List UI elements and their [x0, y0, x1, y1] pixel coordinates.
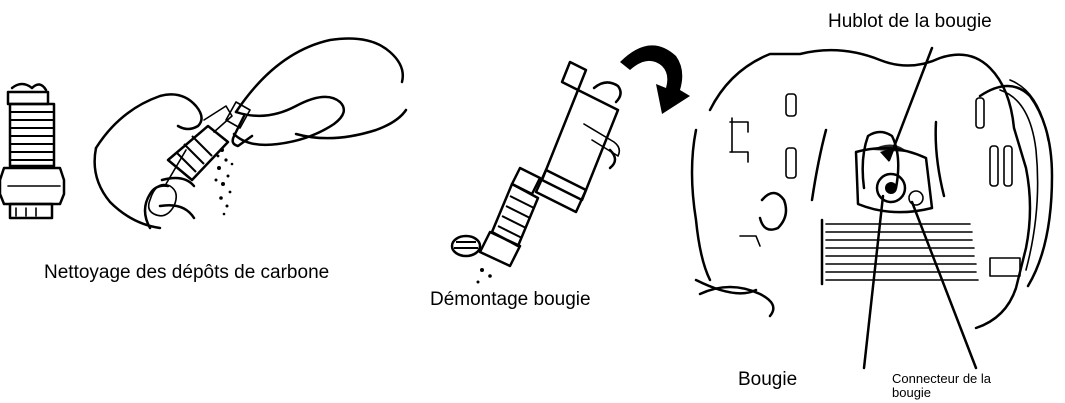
cleaning-caption: Nettoyage des dépôts de carbone: [44, 263, 329, 282]
removal-caption: Démontage bougie: [430, 290, 591, 309]
connector-label-line1: Connecteur de la: [892, 372, 991, 385]
callout-lines: [864, 48, 976, 368]
window-label: Hublot de la bougie: [828, 12, 992, 31]
plug-label: Bougie: [738, 370, 797, 389]
connector-label-line2: bougie: [892, 386, 931, 399]
